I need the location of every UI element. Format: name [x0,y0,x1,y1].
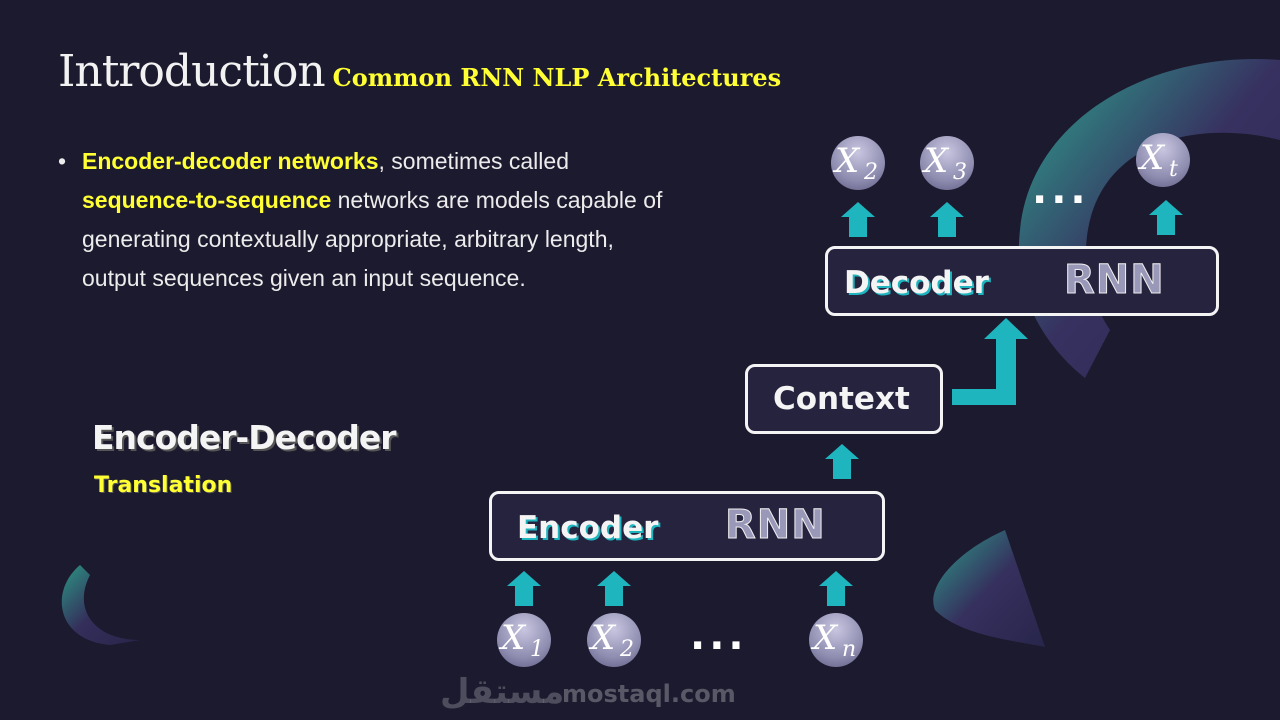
decoder-type: RNN [1064,257,1165,304]
bullet-dot: • [58,148,67,174]
encoder-label: Encoder [517,510,659,546]
watermark-arabic: مستقل [440,672,565,712]
arrow-up-icon [930,202,964,237]
arrow-up-icon [597,571,631,606]
input-ellipsis: ... [690,613,748,659]
node-subscript: 2 [864,160,878,185]
decoder-label: Decoder [844,265,989,301]
bullet-term: sequence-to-sequence [82,187,332,213]
node-symbol: X [924,141,949,181]
encoder-type: RNN [725,502,826,549]
node-symbol: X [1140,138,1165,178]
bullet-text-part: , sometimes called [378,148,569,174]
arrow-up-icon [841,202,875,237]
context-label: Context [773,381,910,417]
node-subscript: 1 [530,637,544,662]
page-title-text: Introduction [58,46,326,97]
node-subscript: t [1169,157,1178,182]
elbow-arrow-icon [952,318,1028,405]
bullet-text-part: networks are models capable of generatin… [82,187,663,291]
node-symbol: X [813,618,838,658]
decoder-box: Decoder RNN [825,246,1219,316]
bullet-term: Encoder-decoder networks [82,148,379,174]
bullet-point: • Encoder-decoder networks, sometimes ca… [58,142,678,298]
page-subtitle: Common RNN NLP Architectures [332,63,782,92]
arrow-up-icon [507,571,541,606]
arrow-up-icon [1149,200,1183,235]
node-symbol: X [501,618,526,658]
arrow-up-icon [825,444,859,479]
bullet-text: Encoder-decoder networks, sometimes call… [82,142,678,298]
side-title: Encoder-Decoder [92,418,397,457]
cone-shape [933,530,1045,647]
arc-shape [61,565,140,645]
node-subscript: n [842,637,857,662]
node-subscript: 3 [953,160,967,185]
output-ellipsis: ... [1032,167,1090,213]
watermark: mostaql.com [562,680,736,708]
side-subtitle: Translation [94,473,233,498]
node-symbol: X [591,618,616,658]
arrow-up-icon [819,571,853,606]
encoder-box: Encoder RNN [489,491,885,561]
node-symbol: X [835,141,860,181]
node-subscript: 2 [620,637,634,662]
context-box: Context [745,364,943,434]
